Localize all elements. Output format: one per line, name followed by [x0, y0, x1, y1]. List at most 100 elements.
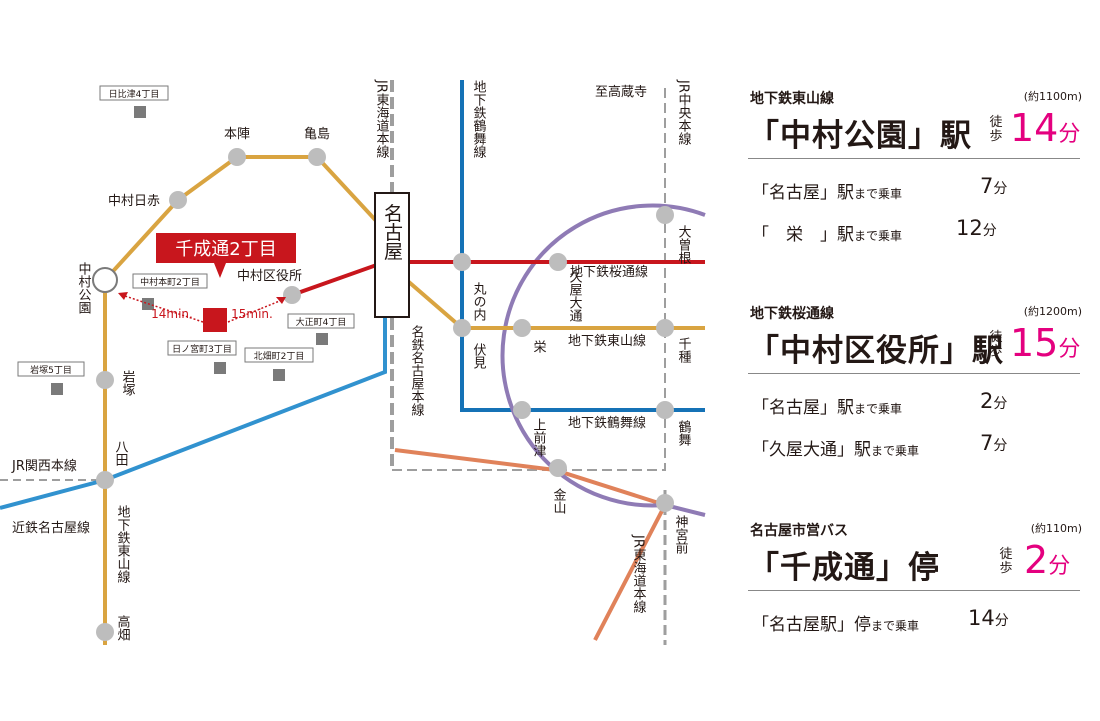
- ride-row: 「久屋大通」駅まで乗車: [752, 440, 920, 460]
- label-nakamura-nisseki: 中村日赤: [108, 194, 160, 209]
- station-jingu-mae: [656, 494, 674, 512]
- ride-row: 「 栄 」駅まで乗車: [752, 225, 903, 245]
- station-name: 「中村区役所」駅: [748, 333, 1004, 369]
- ride-minutes: 14分: [968, 606, 1009, 630]
- station-takabata: [96, 623, 114, 641]
- access-panel: 地下鉄東山線 (約1100m) 「中村公園」駅 徒歩 14分 「名古屋」駅まで乗…: [748, 80, 1088, 660]
- label-honjin: 本陣: [224, 127, 250, 142]
- meijo-line: [500, 203, 706, 508]
- label-tsurumai-v: 地下鉄鶴舞線: [471, 80, 487, 158]
- access-bus: 名古屋市営バス (約110m) 「千成通」停 徒歩 2分 「名古屋駅」停まで乗車…: [748, 512, 1088, 662]
- busstop-taisho: 大正町4丁目: [296, 316, 347, 328]
- nagoya-label: 名古屋: [381, 203, 403, 260]
- meitetsu-line: [394, 448, 668, 641]
- distance: (約1100m): [1023, 90, 1082, 103]
- label-jr-tokaido-bottom: JR東海道本線: [631, 534, 647, 613]
- label-takabata: 高畑: [115, 614, 131, 641]
- min-left: 14min.: [151, 307, 193, 321]
- label-sakae: 栄: [531, 340, 547, 354]
- busstop-hibitsu-box: [99, 85, 169, 101]
- divider: [748, 590, 1080, 591]
- label-nakamura-koen: 中村公園: [76, 262, 92, 314]
- label-kameshima: 亀島: [304, 127, 330, 142]
- busstop-hinomiya: 日ノ宮町3丁目: [172, 343, 232, 355]
- route-map: 名古屋 本陣 亀島 中村日赤 中村区役所 JR関西本線 近鉄名古屋線 至高蔵寺 …: [0, 79, 706, 645]
- site-label: 千成通2丁目: [175, 239, 276, 260]
- label-higashiyama-h: 地下鉄東山線: [568, 333, 646, 349]
- label-jr-tokaido-top: JR東海道本線: [374, 79, 390, 158]
- station-nakamura-nisseki: [169, 191, 187, 209]
- station-nakamura-koen: [92, 267, 118, 293]
- line-name: 名古屋市営バス: [750, 523, 848, 539]
- label-chikusa: 千種: [676, 337, 692, 363]
- station-chikusa: [656, 319, 674, 337]
- ride-row: 「名古屋」駅まで乗車: [752, 183, 903, 203]
- access-higashiyama: 地下鉄東山線 (約1100m) 「中村公園」駅 徒歩 14分 「名古屋」駅まで乗…: [748, 80, 1088, 280]
- divider: [748, 373, 1080, 374]
- site-square: [203, 308, 227, 332]
- ride-row: 「名古屋」駅まで乗車: [752, 398, 903, 418]
- label-jingu-mae: 神宮前: [673, 515, 689, 554]
- label-meitetsu: 名鉄名古屋本線: [409, 324, 425, 416]
- busstop-iwatsuka5: 岩塚5丁目: [30, 364, 72, 376]
- distance: (約1200m): [1023, 305, 1082, 318]
- label-kanayama: 金山: [551, 487, 567, 514]
- station-honjin: [228, 148, 246, 166]
- station-kanayama: [549, 459, 567, 477]
- kintetsu-line: [0, 300, 387, 510]
- distance: (約110m): [1030, 522, 1082, 535]
- station-name: 「千成通」停: [748, 550, 940, 586]
- busstop-kitaiwai: 北畑町2丁目: [254, 350, 305, 362]
- line-name: 地下鉄東山線: [750, 91, 834, 107]
- label-kozoji: 至高蔵寺: [595, 84, 647, 100]
- walk-label: 徒歩: [989, 115, 1003, 144]
- station-ozone: [656, 206, 674, 224]
- walk-minutes: 15分: [1010, 321, 1081, 365]
- label-tsurumai-h: 地下鉄鶴舞線: [568, 415, 646, 431]
- station-fushimi: [453, 319, 471, 337]
- label-hatta: 八田: [113, 440, 129, 466]
- ride-minutes: 2分: [980, 389, 1008, 413]
- walk-label: 徒歩: [989, 330, 1003, 359]
- busstop-hibitsu: 日比津4丁目: [109, 88, 160, 100]
- min-right: 15min.: [231, 307, 273, 321]
- label-jr-kansai: JR関西本線: [11, 458, 77, 474]
- station-tsurumai: [656, 401, 674, 419]
- label-higashiyama-v: 地下鉄東山線: [115, 505, 131, 583]
- ride-row: 「名古屋駅」停まで乗車: [752, 615, 920, 635]
- label-fushimi: 伏見: [471, 343, 487, 370]
- station-kameshima: [308, 148, 326, 166]
- label-ozone: 大曽根: [676, 225, 692, 264]
- label-tsurumai: 鶴舞: [676, 419, 692, 446]
- station-marunouchi: [453, 253, 471, 271]
- bus-stops: 日比津4丁目 中村本町2丁目 日ノ宮町3丁目 北畑町2丁目 大正町4丁目 岩塚5…: [17, 85, 355, 395]
- station-nakamura-kuyakusho: [283, 286, 301, 304]
- ride-minutes: 7分: [980, 431, 1008, 455]
- station-hatta: [96, 471, 114, 489]
- site-marker: 千成通2丁目 14min. 15min.: [118, 233, 296, 332]
- label-marunouchi: 丸の内: [471, 282, 487, 322]
- label-iwatsuka: 岩塚: [120, 370, 136, 396]
- walk-minutes: 14分: [1010, 106, 1081, 150]
- station-hisaya-odori: [549, 253, 567, 271]
- walk-minutes: 2分: [1024, 538, 1071, 582]
- station-name: 「中村公園」駅: [748, 118, 972, 154]
- jr-lines: [0, 80, 667, 645]
- ride-minutes: 12分: [956, 216, 997, 240]
- station-sakae: [513, 319, 531, 337]
- label-sakuradori-h: 地下鉄桜通線: [570, 264, 648, 280]
- nagoya-station: 名古屋: [374, 192, 410, 318]
- busstop-nakamurahoncho: 中村本町2丁目: [140, 276, 200, 288]
- station-iwatsuka: [96, 371, 114, 389]
- station-kamimaezu: [513, 401, 531, 419]
- line-name: 地下鉄桜通線: [750, 306, 834, 322]
- access-sakuradori: 地下鉄桜通線 (約1200m) 「中村区役所」駅 徒歩 15分 「名古屋」駅まで…: [748, 295, 1088, 495]
- label-jr-chuo: JR中央本線: [676, 79, 692, 145]
- tsurumai-line: [460, 80, 705, 412]
- divider: [748, 158, 1080, 159]
- label-kamimaezu: 上前津: [531, 418, 547, 457]
- walk-label: 徒歩: [999, 547, 1013, 576]
- station-dots: [96, 148, 674, 641]
- label-hisaya-odori: 久屋大通: [567, 270, 583, 322]
- ride-minutes: 7分: [980, 174, 1008, 198]
